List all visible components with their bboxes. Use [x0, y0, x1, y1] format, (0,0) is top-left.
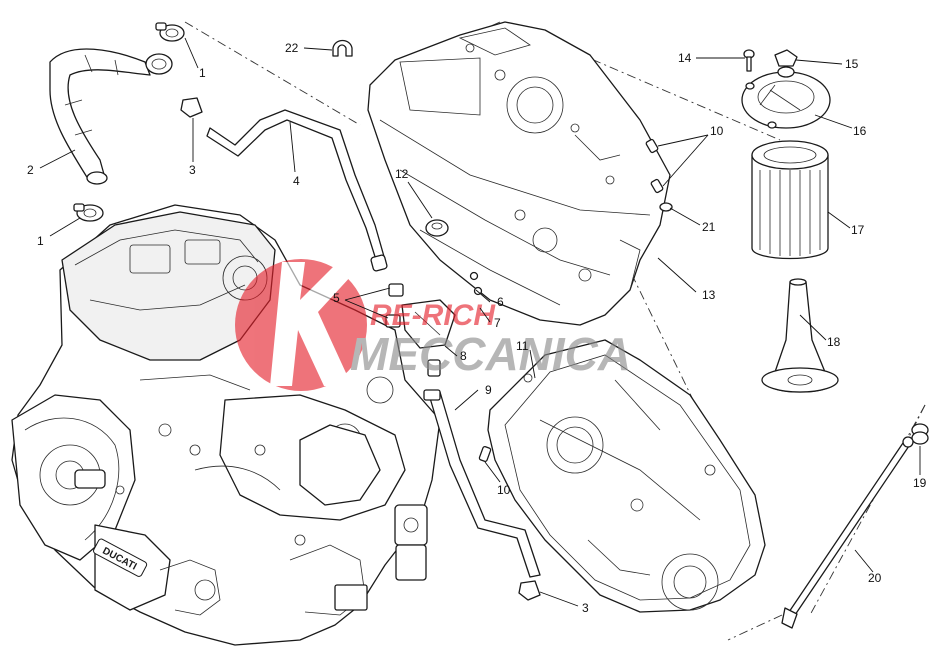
callout-label: 1 [37, 234, 44, 248]
screw-10-lower [478, 445, 492, 463]
callout-label: 16 [853, 124, 867, 138]
watermark-logo: RE-RICH MECCANICA [235, 259, 631, 391]
callout-label: 18 [827, 335, 841, 349]
drain-rod-20 [781, 436, 914, 629]
rubber-cap-19 [911, 423, 929, 445]
callout-label: 2 [27, 163, 34, 177]
fittings-5-6-7-8 [385, 271, 483, 377]
hose-fitting-3-bottom [518, 580, 541, 601]
watermark-text-line1: RE-RICH [370, 299, 496, 332]
hose-fitting-3-top [180, 97, 203, 118]
callout-label: 4 [293, 174, 300, 188]
hose-clamp-1-bottom [73, 203, 104, 222]
callout-label: 10 [710, 124, 724, 138]
hose-clamp-1-top [155, 22, 185, 42]
callout-label: 6 [497, 295, 504, 309]
intake-funnel-18 [761, 278, 839, 393]
callout-labels: 1 2 1 3 4 22 5 6 7 8 9 10 11 12 13 14 15… [27, 41, 927, 615]
filter-bolt-14 [743, 49, 755, 72]
callout-label: 1 [199, 66, 206, 80]
breather-hose-2 [49, 48, 173, 185]
air-filter-element-17 [751, 140, 829, 260]
callout-label: 3 [189, 163, 196, 177]
callout-label: 5 [333, 291, 340, 305]
leader-lines [39, 37, 921, 607]
callout-label: 13 [702, 288, 716, 302]
drain-tube-9 [423, 389, 541, 578]
watermark-logo-k [270, 262, 364, 386]
callout-label: 3 [582, 601, 589, 615]
watermark-text-line2: MECCANICA [350, 328, 631, 380]
filter-nut-15 [774, 49, 798, 67]
washer-21 [659, 202, 673, 212]
callout-label: 19 [913, 476, 927, 490]
callout-label: 7 [494, 316, 501, 330]
airbox-lower-tray-11 [487, 339, 766, 613]
callout-label: 12 [395, 167, 409, 181]
vent-tube-4 [206, 109, 388, 272]
grommet-12 [425, 219, 449, 237]
airbox-upper-cover-13 [367, 21, 671, 326]
callout-label: 10 [497, 483, 511, 497]
callout-label: 8 [460, 349, 467, 363]
screw-10-upper [645, 138, 664, 194]
callout-label: 22 [285, 41, 299, 55]
callout-label: 17 [851, 223, 865, 237]
callout-label: 9 [485, 383, 492, 397]
callout-label: 15 [845, 57, 859, 71]
callout-label: 20 [868, 571, 882, 585]
callout-label: 21 [702, 220, 716, 234]
clip-22 [332, 39, 353, 57]
callout-label: 11 [516, 339, 529, 353]
filter-cap-16 [741, 66, 831, 129]
callout-label: 14 [678, 51, 692, 65]
